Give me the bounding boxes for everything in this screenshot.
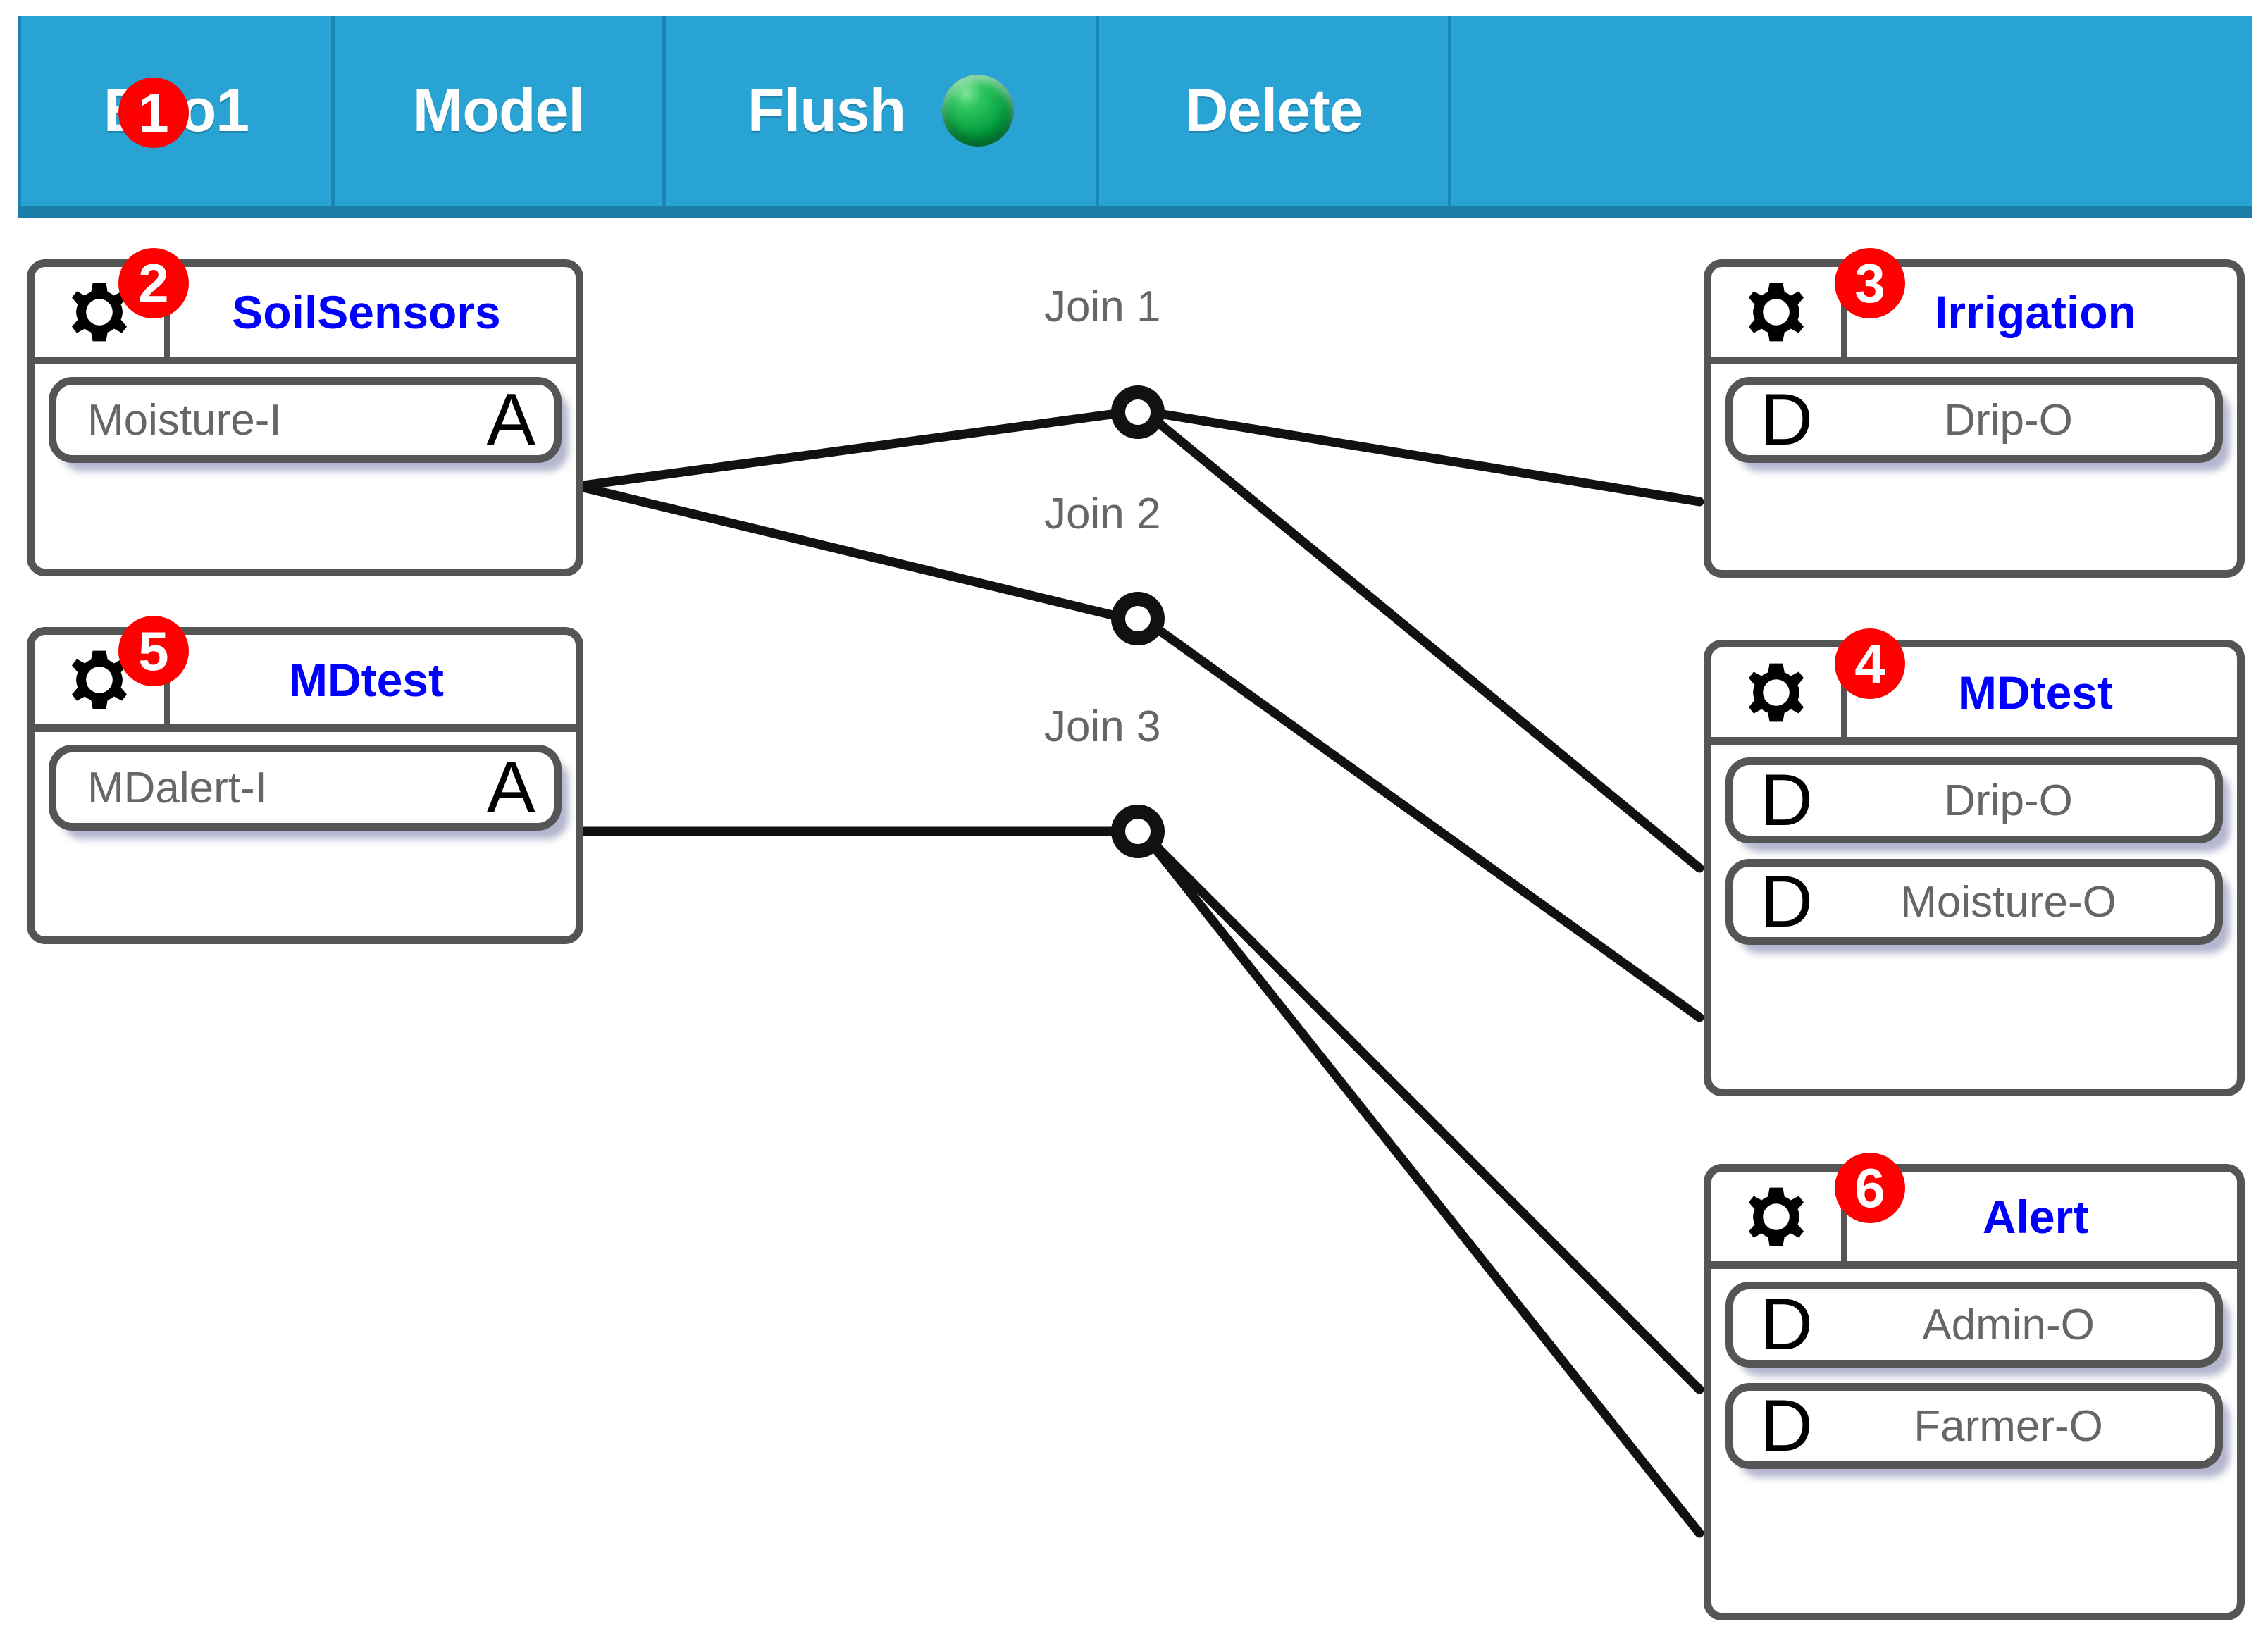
node-mdtest-left-title: MDtest xyxy=(288,653,444,706)
toolbar-delete-label: Delete xyxy=(1184,76,1363,144)
green-led-icon xyxy=(942,75,1015,147)
toolbar-model-label: Model xyxy=(412,76,585,144)
port-alert-farmer-o-type-letter: D xyxy=(1760,1385,1814,1467)
port-mdtest-drip-o-type-letter: D xyxy=(1760,760,1814,841)
toolbar-model-button[interactable]: Model xyxy=(335,16,666,206)
node-mdtest-left-header[interactable]: MDtest xyxy=(35,635,576,732)
node-mdtest-left[interactable]: MDtest MDalert-I A xyxy=(27,627,583,944)
node-irrigation-gear-button[interactable] xyxy=(1711,267,1847,357)
wire-join3-alert-farmer xyxy=(1144,835,1704,1538)
gear-icon xyxy=(71,283,128,341)
port-alert-admin-o-type-letter: D xyxy=(1760,1284,1814,1365)
port-moisture-i-label: Moisture-I xyxy=(87,395,282,445)
port-mdtest-moisture-o-type-letter: D xyxy=(1760,861,1814,943)
port-moisture-i[interactable]: Moisture-I A xyxy=(49,377,562,463)
port-mdalert-i-label: MDalert-I xyxy=(87,763,267,812)
node-irrigation-header[interactable]: Irrigation xyxy=(1711,267,2237,364)
node-alert-header[interactable]: Alert xyxy=(1711,1172,2237,1269)
badge-4: 4 xyxy=(1835,628,1905,699)
node-irrigation-title: Irrigation xyxy=(1934,285,2136,338)
node-soilsensors-ports: Moisture-I A xyxy=(35,364,576,478)
node-alert-ports: D Admin-O D Farmer-O xyxy=(1711,1269,2237,1485)
node-mdtest-right-title: MDtest xyxy=(1957,666,2113,719)
node-soilsensors[interactable]: SoilSensors Moisture-I A xyxy=(27,259,583,576)
node-mdtest-right-gear-button[interactable] xyxy=(1711,647,1847,737)
wire-join1-irrigation-drip xyxy=(1145,407,1704,507)
toolbar-flush-button[interactable]: Flush xyxy=(666,16,1099,206)
toolbar-delete-button[interactable]: Delete xyxy=(1099,16,1451,206)
node-mdtest-right[interactable]: MDtest D Drip-O D Moisture-O xyxy=(1704,640,2245,1096)
join-dot-3[interactable] xyxy=(1111,805,1165,858)
port-mdtest-moisture-o-label: Moisture-O xyxy=(1900,877,2117,927)
toolbar-flush-label: Flush xyxy=(747,76,906,144)
port-mdtest-drip-o[interactable]: D Drip-O xyxy=(1725,757,2223,843)
badge-5: 5 xyxy=(118,616,189,686)
node-alert-gear-button[interactable] xyxy=(1711,1172,1847,1261)
port-alert-admin-o[interactable]: D Admin-O xyxy=(1725,1282,2223,1368)
top-toolbar: Bao1 Model Flush Delete xyxy=(18,16,2252,218)
node-irrigation-ports: D Drip-O xyxy=(1711,364,2237,478)
node-soilsensors-header[interactable]: SoilSensors xyxy=(35,267,576,364)
wire-join2-mdtest-moisture xyxy=(1145,619,1704,1022)
gear-icon xyxy=(71,650,128,709)
node-mdtest-right-header[interactable]: MDtest xyxy=(1711,647,2237,745)
port-alert-admin-o-label: Admin-O xyxy=(1922,1300,2095,1349)
toolbar-empty-area xyxy=(1451,16,2252,206)
port-mdalert-i-type-letter: A xyxy=(486,747,535,829)
badge-1: 1 xyxy=(118,78,189,148)
node-alert[interactable]: Alert D Admin-O D Farmer-O xyxy=(1704,1164,2245,1620)
join-dot-2[interactable] xyxy=(1111,592,1165,645)
badge-3: 3 xyxy=(1835,248,1905,318)
join-2-label: Join 2 xyxy=(1044,490,1161,538)
node-mdtest-left-ports: MDalert-I A xyxy=(35,732,576,846)
port-irrigation-drip-o-type-letter: D xyxy=(1760,379,1814,461)
port-moisture-i-type-letter: A xyxy=(486,379,535,461)
port-mdtest-drip-o-label: Drip-O xyxy=(1944,776,2073,825)
badge-6: 6 xyxy=(1835,1153,1905,1223)
wire-join3-alert-admin xyxy=(1144,834,1704,1394)
port-alert-farmer-o-label: Farmer-O xyxy=(1914,1401,2103,1451)
join-3-label: Join 3 xyxy=(1044,702,1161,751)
wire-join1-mdtest-drip xyxy=(1145,411,1704,873)
badge-2: 2 xyxy=(118,248,189,318)
gear-icon xyxy=(1748,283,1804,341)
node-irrigation[interactable]: Irrigation D Drip-O xyxy=(1704,259,2245,578)
join-1-label: Join 1 xyxy=(1044,283,1161,331)
gear-icon xyxy=(1748,663,1804,721)
port-irrigation-drip-o[interactable]: D Drip-O xyxy=(1725,377,2223,463)
port-irrigation-drip-o-label: Drip-O xyxy=(1944,395,2073,445)
gear-icon xyxy=(1748,1187,1804,1246)
port-alert-farmer-o[interactable]: D Farmer-O xyxy=(1725,1383,2223,1469)
wire-moisture-join1 xyxy=(573,407,1132,491)
node-mdtest-right-ports: D Drip-O D Moisture-O xyxy=(1711,745,2237,960)
node-alert-title: Alert xyxy=(1982,1190,2089,1243)
join-dot-1[interactable] xyxy=(1111,385,1165,439)
join-dots xyxy=(1111,385,1165,858)
node-soilsensors-title: SoilSensors xyxy=(232,285,501,338)
port-mdalert-i[interactable]: MDalert-I A xyxy=(49,745,562,831)
port-mdtest-moisture-o[interactable]: D Moisture-O xyxy=(1725,859,2223,945)
